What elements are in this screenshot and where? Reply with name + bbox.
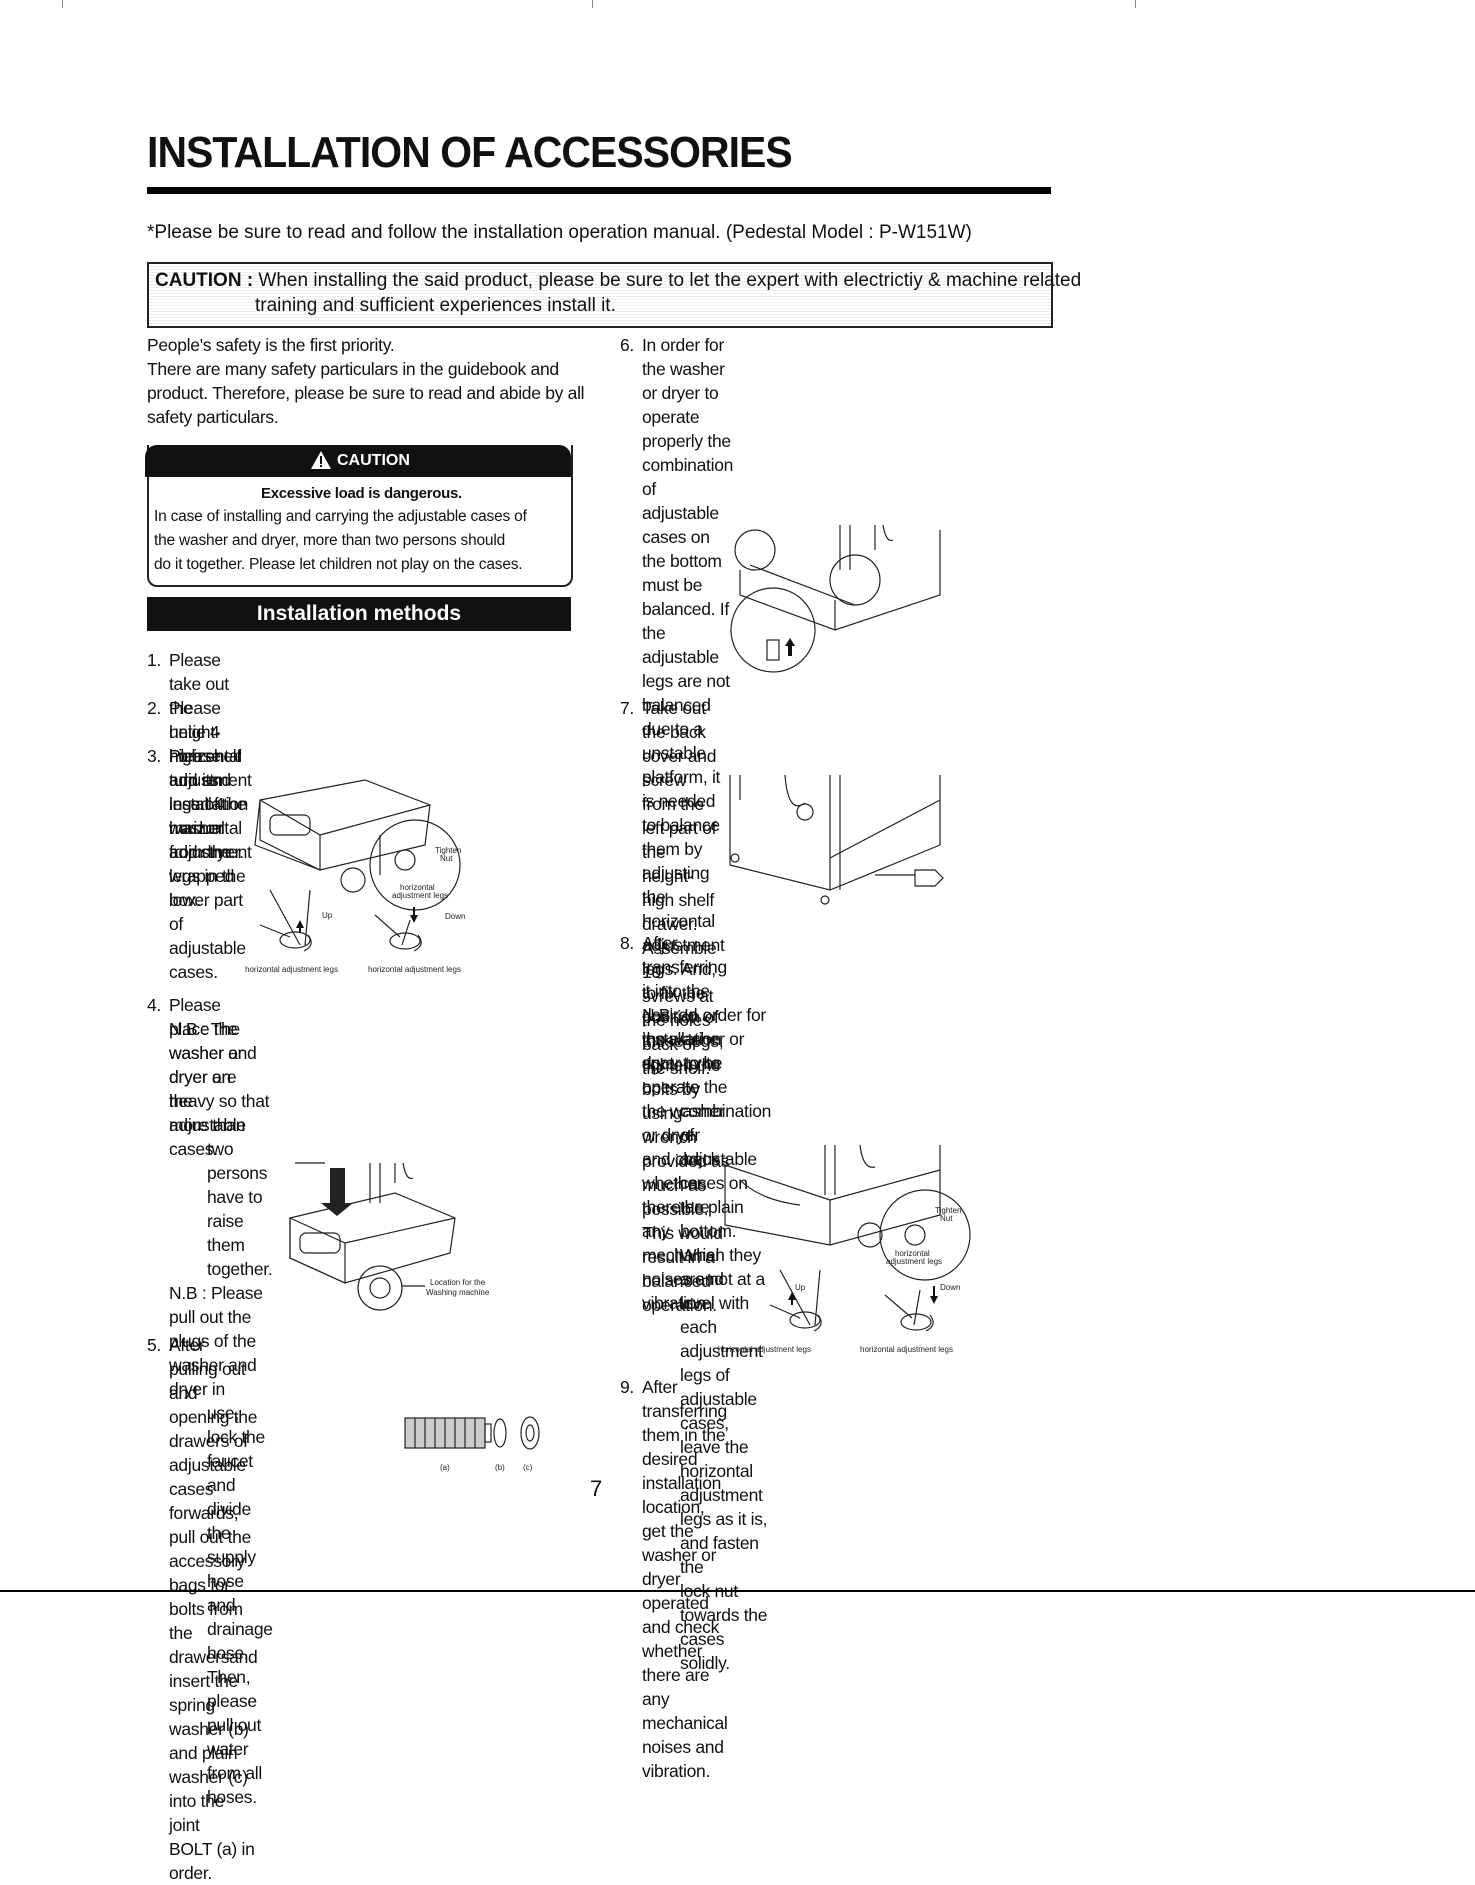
svg-text:(b): (b): [495, 1463, 505, 1472]
svg-text:horizontal: horizontal: [895, 1249, 930, 1258]
svg-text:(a): (a): [440, 1463, 450, 1472]
manual-note: *Please be sure to read and follow the i…: [147, 222, 972, 243]
intro-text: People's safety is the first priority. T…: [147, 335, 585, 427]
svg-text:horizontal adjustment legs: horizontal adjustment legs: [718, 1345, 811, 1354]
page-title: INSTALLATION OF ACCESSORIES: [147, 128, 793, 177]
svg-text:Nut: Nut: [940, 1214, 953, 1223]
svg-text:adjustment legs: adjustment legs: [392, 891, 448, 900]
caution-line-1: CAUTION : When installing the said produ…: [155, 270, 1082, 291]
warning-label: CAUTION: [337, 452, 410, 469]
caution-line-2: training and sufficient experiences inst…: [255, 295, 616, 316]
methods-heading: Installation methods: [147, 597, 571, 631]
crop-mark: [592, 0, 593, 8]
warning-heading: Excessive load is dangerous.: [261, 485, 462, 502]
leg-locknut-figure: Tighten Nut horizontal adjustment legs U…: [718, 1144, 971, 1354]
leg-insertion-figure: Tighten Nut horizontal adjustment legs U…: [245, 779, 465, 974]
svg-text:Washing machine: Washing machine: [426, 1288, 490, 1297]
crop-mark: [62, 0, 63, 8]
svg-text:horizontal adjustment legs: horizontal adjustment legs: [368, 965, 461, 974]
washer-placement-figure: Location for the Washing machine: [289, 1162, 490, 1311]
svg-text:Tighten: Tighten: [435, 846, 461, 855]
screw-assembly-figure: [729, 774, 944, 905]
bottom-rule: [0, 1590, 1475, 1592]
svg-text:Location for the: Location for the: [430, 1278, 486, 1287]
warning-triangle-icon: [310, 450, 332, 475]
title-rule: [147, 187, 1051, 194]
page-number: 7: [590, 1476, 603, 1501]
svg-text:Down: Down: [445, 912, 465, 921]
svg-text:adjustment legs: adjustment legs: [886, 1257, 942, 1266]
bolt-washer-figure: (a) (b) (c): [404, 1416, 540, 1472]
svg-text:Up: Up: [795, 1283, 806, 1292]
svg-text:horizontal adjustment legs: horizontal adjustment legs: [245, 965, 338, 974]
caution-box: CAUTION : When installing the said produ…: [147, 262, 1081, 328]
svg-text:Up: Up: [322, 911, 333, 920]
warning-header: CAUTION: [145, 445, 571, 477]
caution-label: CAUTION :: [155, 270, 254, 291]
svg-text:horizontal adjustment legs: horizontal adjustment legs: [860, 1345, 953, 1354]
crop-mark: [1135, 0, 1136, 8]
svg-text:Down: Down: [940, 1283, 960, 1292]
svg-text:Nut: Nut: [440, 854, 453, 863]
svg-text:(c): (c): [523, 1463, 533, 1472]
svg-text:horizontal: horizontal: [400, 883, 435, 892]
warning-text: In case of installing and carrying the a…: [154, 508, 527, 573]
leg-balance-figure: [730, 524, 941, 673]
svg-text:Tighten: Tighten: [935, 1206, 961, 1215]
